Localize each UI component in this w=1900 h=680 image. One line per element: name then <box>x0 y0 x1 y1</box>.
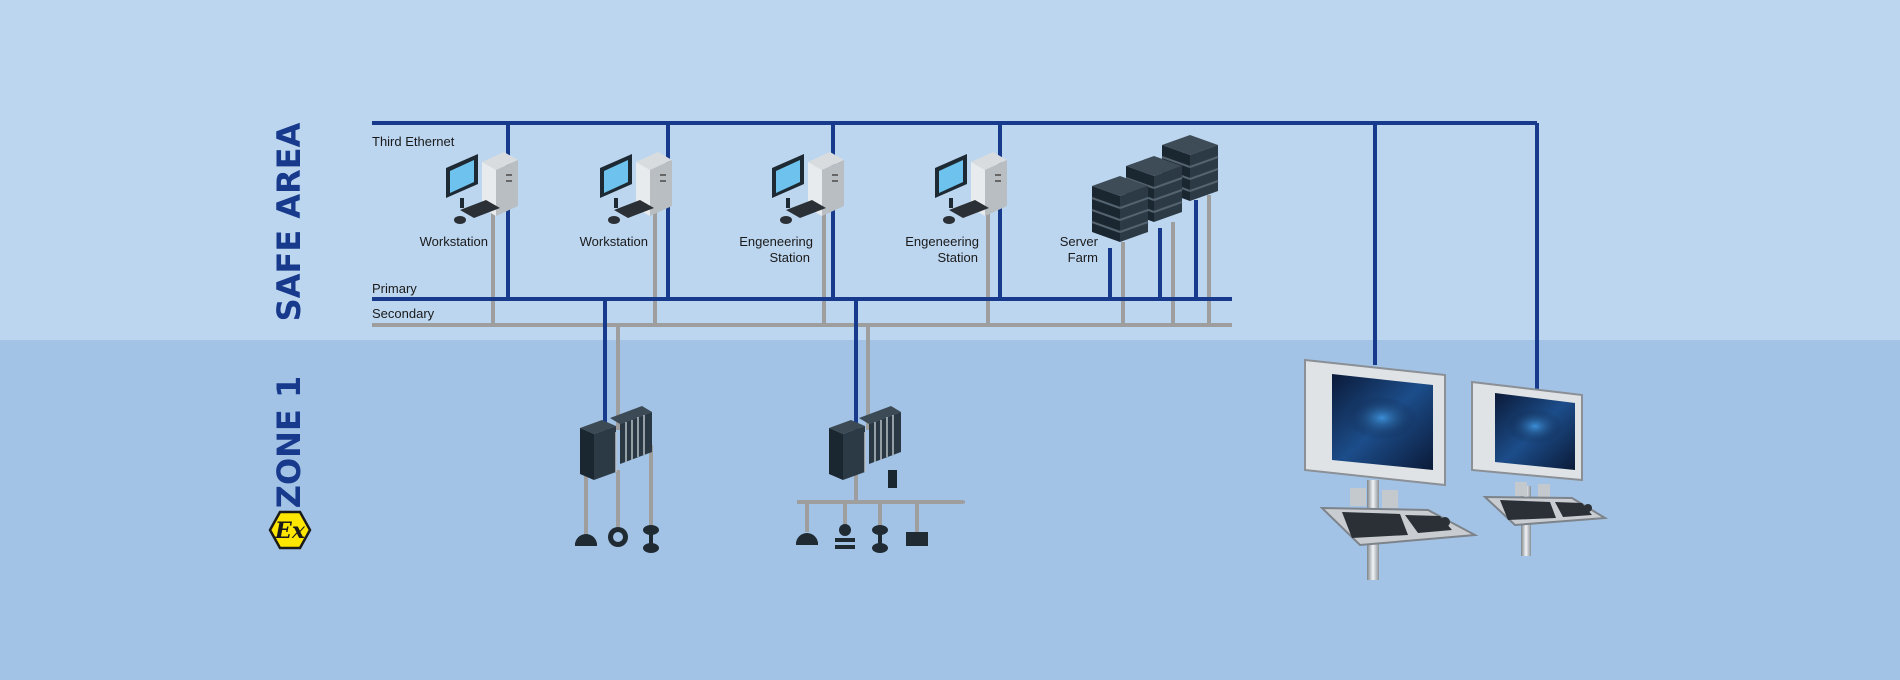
transmitter-body-icon <box>835 538 855 542</box>
safe-area-title: SAFE AREA <box>270 122 308 321</box>
sensor-base-icon <box>575 543 597 546</box>
label-workstation-1: Workstation <box>420 234 488 249</box>
sensor-base-icon <box>796 542 818 545</box>
valve-stem-icon <box>878 530 882 548</box>
transmitter-icon <box>839 524 851 536</box>
hmi-panel-large <box>1304 358 1479 580</box>
hmi-panel-small <box>1471 380 1609 556</box>
label-eng-station-1-line1: Engeneering <box>739 234 813 249</box>
label-server-farm-line1: Server <box>1060 234 1099 249</box>
label-primary: Primary <box>372 281 417 296</box>
server-rack-icon <box>1091 175 1149 243</box>
junction-box-icon <box>906 532 928 546</box>
flow-meter-center-icon <box>613 532 623 542</box>
label-eng-station-2-line2: Station <box>938 250 978 265</box>
transmitter-base-icon <box>835 545 855 549</box>
zone1-title: ZONE 1 <box>270 376 308 508</box>
label-workstation-2: Workstation <box>580 234 648 249</box>
io-module-icon <box>888 470 897 488</box>
atex-badge-label: Ex <box>274 518 306 544</box>
label-eng-station-1-line2: Station <box>770 250 810 265</box>
label-third-ethernet: Third Ethernet <box>372 134 455 149</box>
secondary-network-lines <box>372 195 1232 535</box>
sensor-icon <box>575 534 597 545</box>
primary-network-lines <box>372 121 1539 430</box>
atex-ex-icon: Ex <box>268 510 312 550</box>
valve-stem-icon <box>649 530 653 548</box>
sensor-icon <box>796 533 818 544</box>
label-eng-station-2-line1: Engeneering <box>905 234 979 249</box>
label-secondary: Secondary <box>372 306 435 321</box>
label-server-farm-line2: Farm <box>1068 250 1098 265</box>
field-devices <box>575 524 928 553</box>
